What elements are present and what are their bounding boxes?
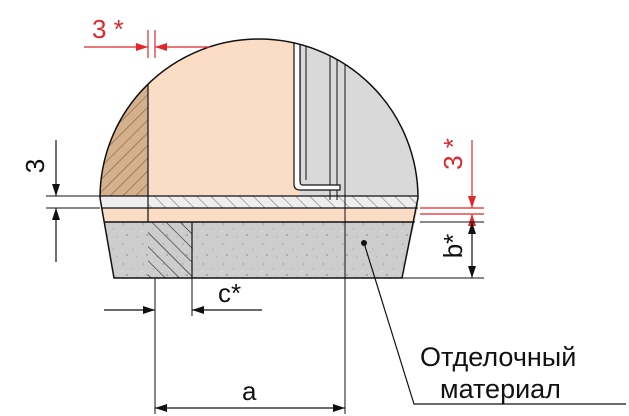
finishing-material-callout: Отделочный материал xyxy=(361,240,626,405)
gap-band-hatch xyxy=(148,196,418,208)
dimension-b-star: b* xyxy=(402,221,484,279)
dim-a-label: a xyxy=(242,376,257,406)
dim-3-star-right-label: 3 * xyxy=(438,138,468,170)
dimension-3-star-right: 3 * xyxy=(420,138,484,232)
callout-line-1: Отделочный xyxy=(420,342,576,372)
metal-l-profile xyxy=(293,39,341,191)
section-body xyxy=(100,39,418,278)
dimension-a: a xyxy=(154,222,346,414)
callout-line-2: материал xyxy=(440,374,561,404)
detail-outline xyxy=(99,38,419,199)
dim-3-left-label: 3 xyxy=(20,159,50,173)
dim-3-star-top-label: 3 * xyxy=(92,14,124,44)
dimension-c-star: c* xyxy=(104,278,262,316)
dim-c-star-label: c* xyxy=(218,278,241,308)
dim-b-star-label: b* xyxy=(438,234,468,259)
hatched-block xyxy=(148,222,192,278)
metal-panel-region xyxy=(300,39,418,200)
dimension-3-left: 3 xyxy=(20,140,100,262)
dimension-3-star-top: 3 * xyxy=(84,14,210,58)
detail-outline-bottom xyxy=(99,197,419,279)
